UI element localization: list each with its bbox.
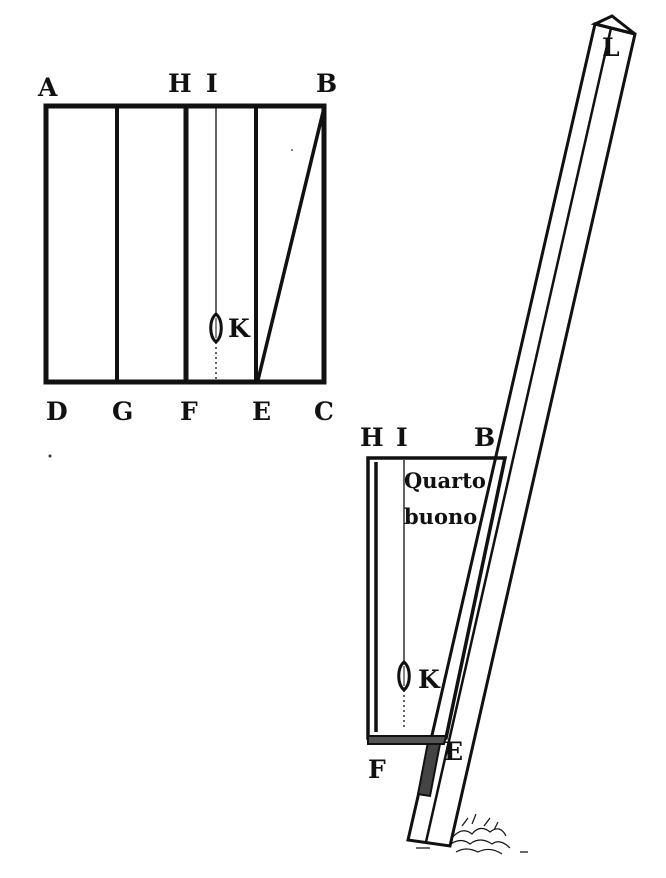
label-f-bottom: F [368, 755, 386, 784]
label-l: L [602, 33, 620, 62]
label-b-top: B [316, 69, 337, 98]
label-f-top: F [180, 397, 198, 426]
label-h-top: H [168, 69, 192, 98]
rod-edge-line [424, 27, 613, 843]
top-figure: A H I B K D G F E C [37, 69, 337, 426]
label-h-bottom: H [360, 423, 384, 452]
print-speck [291, 149, 293, 151]
label-e-top: E [252, 397, 271, 426]
print-speck [48, 454, 52, 458]
label-i-bottom: I [396, 423, 408, 452]
label-k-bottom: K [418, 665, 441, 694]
label-a: A [37, 73, 58, 102]
note-buono: buono [404, 504, 477, 529]
note-quarto: Quarto [404, 468, 486, 493]
ground-hatching [416, 813, 528, 855]
bottom-plumb-bob [397, 660, 411, 692]
rod-front-face [406, 22, 637, 848]
top-plumb-bob [209, 312, 223, 344]
rod-hatched-foot [416, 740, 442, 798]
label-k-top: K [228, 314, 251, 343]
rod-top-face [590, 14, 636, 36]
bottom-figure: H I B Quarto buono K F E L [360, 14, 637, 855]
top-diagonal-be [256, 107, 326, 381]
label-b-bottom: B [474, 423, 495, 452]
label-i-top: I [206, 69, 218, 98]
label-e-bottom: E [444, 737, 463, 766]
quadrant-base-hatched [367, 735, 448, 745]
label-d: D [46, 397, 68, 426]
label-c: C [314, 397, 334, 426]
label-g: G [112, 397, 133, 426]
